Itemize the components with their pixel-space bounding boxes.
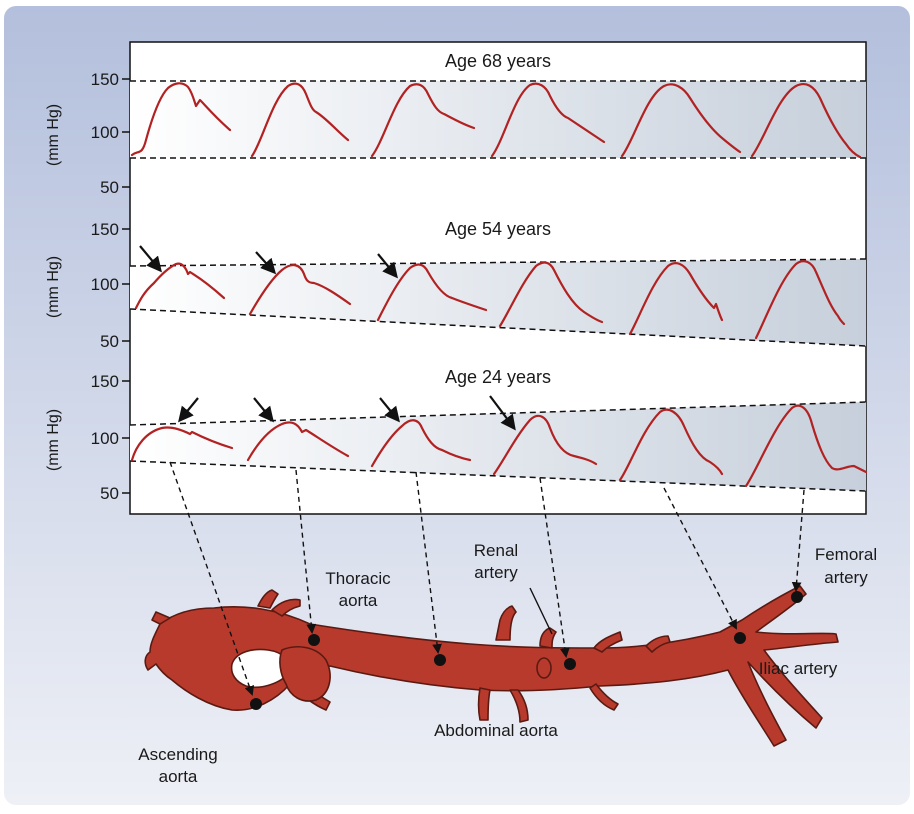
panel-title-54: Age 54 years: [445, 219, 551, 239]
label-abdominal: Abdominal aorta: [434, 721, 558, 740]
diastolic-line-54: [129, 308, 867, 347]
systolic-line-24: [129, 401, 867, 426]
pressure-band-68: [130, 81, 866, 158]
branch-right-2: [645, 635, 671, 653]
tick-150-68: 150: [91, 70, 119, 89]
arrow-54-3: [377, 253, 398, 279]
waveforms-54: [134, 260, 846, 340]
waveforms-24: [130, 404, 868, 488]
waveform-24-femoral: [744, 404, 868, 488]
branch-right-1: [593, 631, 623, 653]
label-femoral-2: artery: [824, 568, 868, 587]
waveform-68-abdominal: [370, 83, 476, 158]
tick-50-68: 50: [100, 178, 119, 197]
inflection-arrows: [139, 245, 516, 431]
waveform-68-femoral: [750, 82, 862, 159]
waveform-54-femoral: [754, 260, 846, 340]
waveform-68-renal: [490, 82, 606, 158]
diastolic-line-24: [129, 460, 867, 492]
celiac-branch: [495, 605, 517, 641]
label-renal-2: artery: [474, 563, 518, 582]
aortic-root: [279, 646, 331, 702]
waveform-24-ascending: [130, 426, 234, 462]
y-tick-marks: [122, 78, 130, 494]
waveform-24-abdominal: [370, 419, 472, 468]
link-abdominal: [415, 471, 442, 654]
arrow-24-3: [379, 397, 400, 423]
artery-illustration: [144, 585, 839, 747]
branch-left: [151, 611, 171, 625]
branch-arch-1: [257, 589, 279, 609]
branch-bottom-3: [589, 683, 619, 711]
y-axis-label-54: (mm Hg): [45, 256, 62, 318]
renal-pointer: [529, 587, 553, 635]
panel-title-24: Age 24 years: [445, 367, 551, 387]
tick-150-24: 150: [91, 372, 119, 391]
waveform-54-abdominal: [376, 263, 488, 322]
arrow-24-1: [178, 397, 199, 423]
site-iliac-artery: [734, 632, 746, 644]
tick-150-54: 150: [91, 220, 119, 239]
link-femoral: [791, 489, 805, 592]
site-ascending-aorta: [250, 698, 262, 710]
tick-50-54: 50: [100, 332, 119, 351]
waveforms-68: [130, 82, 862, 159]
tick-50-24: 50: [100, 484, 119, 503]
branch-bottom-2: [509, 689, 529, 723]
aorta-body: [144, 585, 839, 747]
arrow-54-1: [139, 245, 162, 273]
label-ascending-1: Ascending: [138, 745, 217, 764]
pressure-band-54: [130, 259, 866, 346]
tick-100-54: 100: [91, 275, 119, 294]
site-thoracic-aorta: [308, 634, 320, 646]
site-femoral-artery: [791, 591, 803, 603]
waveform-54-renal: [498, 261, 604, 328]
y-axis-label-24: (mm Hg): [45, 409, 62, 471]
label-thoracic-1: Thoracic: [325, 569, 391, 588]
site-abdominal-aorta: [434, 654, 446, 666]
label-renal-1: Renal: [474, 541, 518, 560]
label-femoral-1: Femoral: [815, 545, 877, 564]
arrow-24-2: [253, 397, 274, 423]
label-ascending-2: aorta: [159, 767, 198, 786]
waveform-54-iliac: [628, 262, 724, 336]
branch-bottom-1: [477, 687, 491, 721]
tick-100-68: 100: [91, 123, 119, 142]
waveform-24-thoracic: [246, 421, 350, 462]
renal-stub: [536, 657, 552, 679]
waveform-68-thoracic: [250, 82, 350, 158]
measurement-sites: [250, 591, 803, 710]
band-limits: [129, 80, 867, 492]
waveform-24-renal: [492, 414, 598, 476]
waveform-24-iliac: [618, 408, 724, 482]
link-renal: [539, 477, 570, 658]
panel-title-68: Age 68 years: [445, 51, 551, 71]
waveform-68-iliac: [620, 83, 742, 158]
branch-arch-2: [271, 598, 301, 617]
label-iliac: Iliac artery: [759, 659, 838, 678]
y-axis-label-68: (mm Hg): [45, 104, 62, 166]
systolic-line-54: [129, 258, 867, 267]
waveform-54-ascending: [134, 262, 226, 310]
tick-100-24: 100: [91, 429, 119, 448]
arrow-54-2: [255, 251, 277, 275]
waveform-54-thoracic: [248, 264, 352, 316]
connection-lines: [169, 461, 805, 696]
label-thoracic-2: aorta: [339, 591, 378, 610]
link-thoracic: [295, 469, 317, 634]
site-renal-artery: [564, 658, 576, 670]
arrow-24-4: [489, 395, 516, 431]
waveform-68-ascending: [130, 82, 232, 157]
